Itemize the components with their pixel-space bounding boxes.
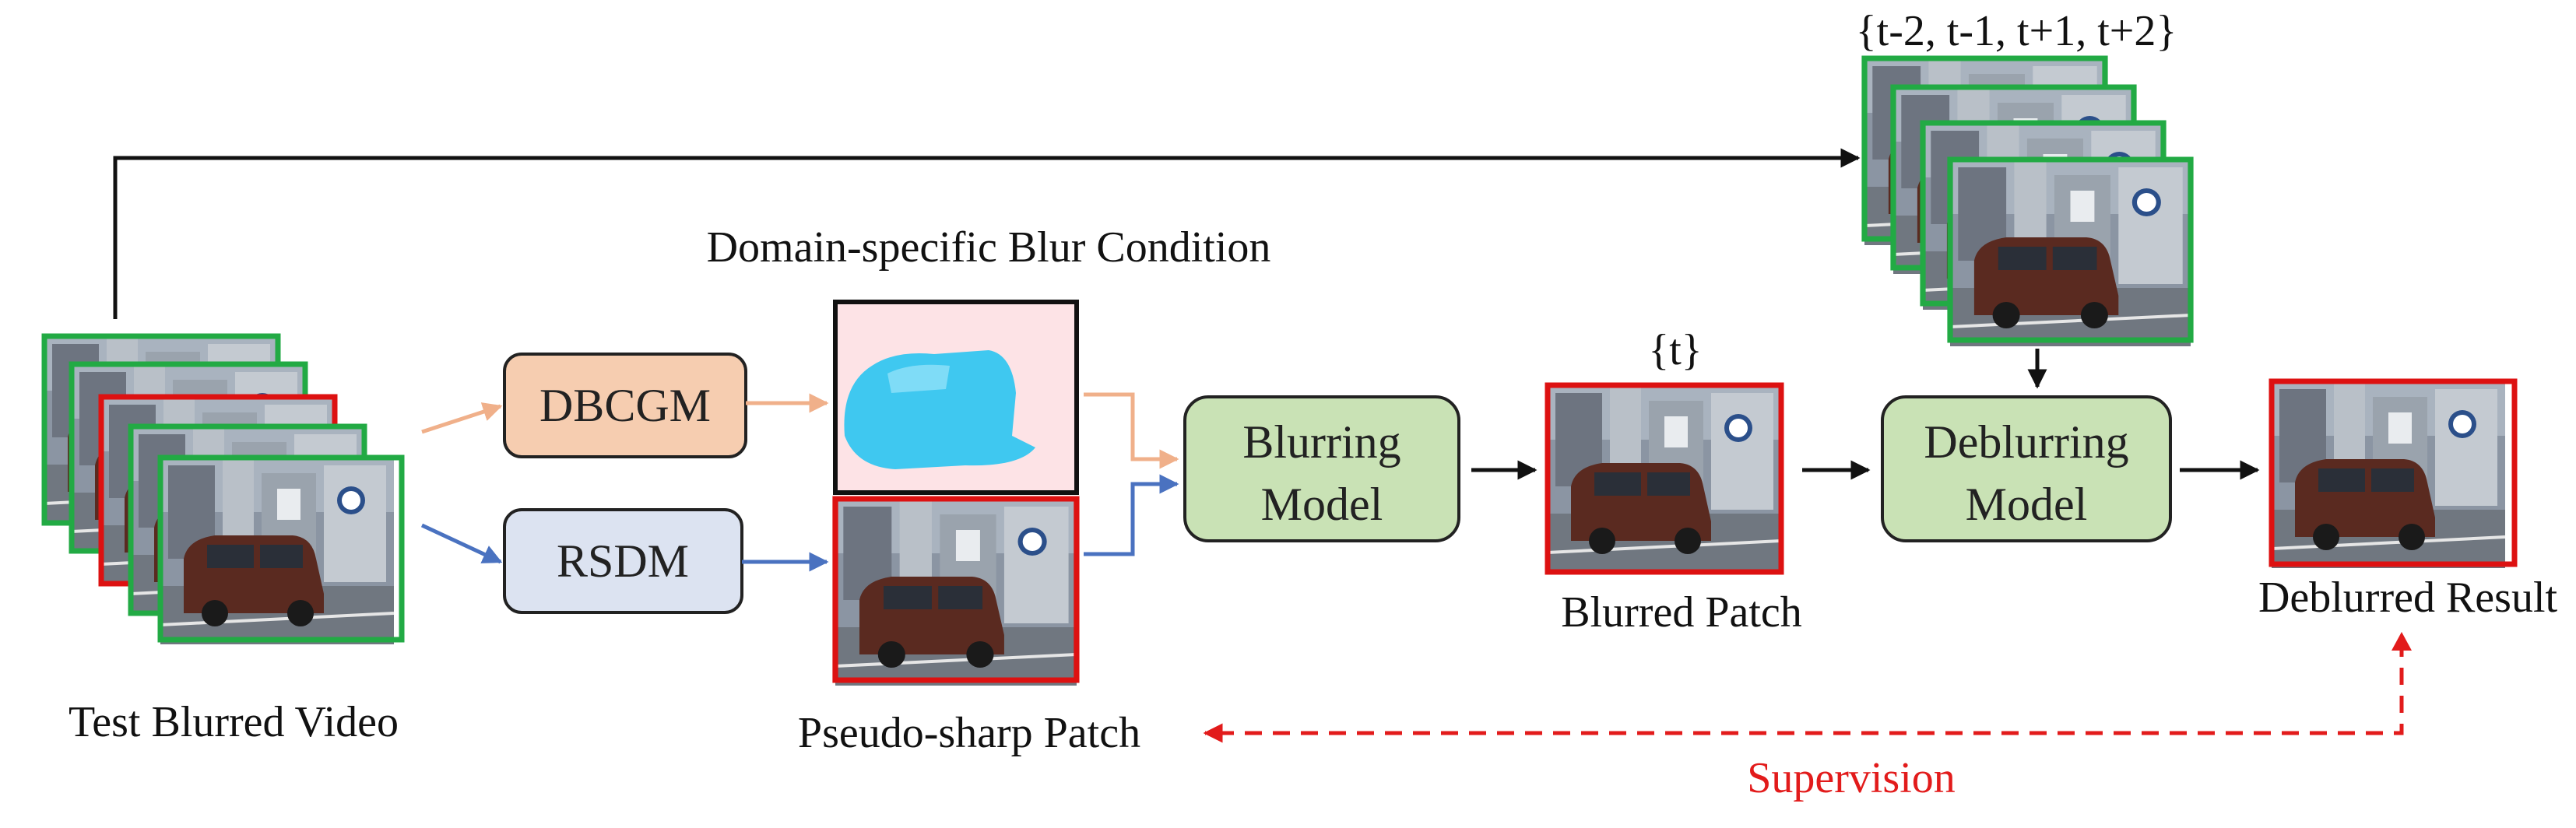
pseudo-sharp-patch	[832, 496, 1080, 686]
rsdm-module: RSDM	[503, 508, 743, 614]
arrow-condition-to-blurring	[1084, 392, 1179, 469]
deblurred-result	[2268, 378, 2518, 570]
blurring-label-line1: Blurring	[1242, 416, 1400, 468]
arrow-to-rsdm	[420, 523, 503, 564]
deblurring-label-line1: Deblurring	[1924, 416, 2128, 468]
blurring-model: Blurring Model	[1183, 395, 1460, 542]
blurring-label-line2: Model	[1261, 479, 1383, 530]
blurred-patch	[1545, 382, 1784, 575]
arrow-patch-to-blurring	[1084, 474, 1179, 556]
deblurring-label-line2: Model	[1966, 479, 2088, 530]
neighbor-frame	[1947, 156, 2194, 346]
blur-condition-map	[833, 300, 1079, 495]
arrow-to-dbcgm	[421, 402, 503, 434]
neighbor-frames-stack	[1861, 55, 2194, 346]
supervision-arrow	[1203, 640, 2404, 743]
deblurred-result-label: Deblurred Result	[2258, 574, 2558, 622]
neighbor-frames-arrow	[113, 148, 1861, 319]
blurred-patch-label: Blurred Patch	[1561, 588, 1801, 637]
deblurring-model: Deblurring Model	[1881, 395, 2172, 542]
dbcgm-module: DBCGM	[503, 353, 747, 458]
rsdm-label: RSDM	[557, 535, 689, 587]
video-frame	[157, 454, 405, 646]
supervision-label: Supervision	[1747, 754, 1956, 802]
neighbor-frames-label: {t-2, t-1, t+1, t+2}	[1856, 7, 2177, 55]
condition-title: Domain-specific Blur Condition	[707, 223, 1271, 272]
test-video-stack	[41, 333, 405, 646]
supervision-arrowhead-up	[2391, 632, 2412, 651]
test-video-label: Test Blurred Video	[69, 698, 399, 746]
pseudo-sharp-label: Pseudo-sharp Patch	[798, 709, 1140, 757]
t-label: {t}	[1648, 326, 1702, 374]
dbcgm-label: DBCGM	[539, 380, 711, 431]
